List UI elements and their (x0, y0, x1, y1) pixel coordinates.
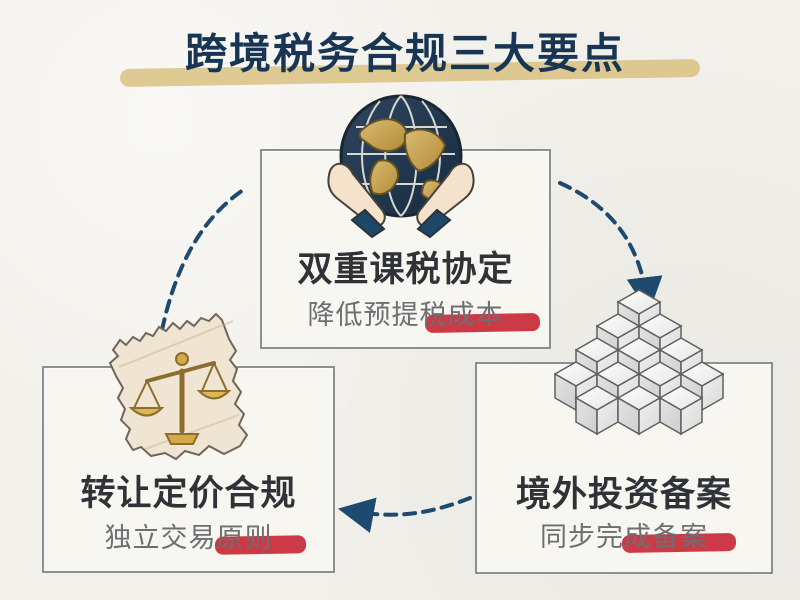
card-transfer-pricing: 转让定价合规 独立交易原则 (42, 366, 335, 573)
card-title: 境外投资备案 (515, 475, 732, 515)
card-subtitle: 同步完成备案 (540, 522, 708, 553)
page-title-wrapper: 跨境税务合规三大要点 (100, 24, 710, 88)
card-title: 转让定价合规 (80, 474, 297, 514)
page-title: 跨境税务合规三大要点 (184, 29, 625, 78)
card-double-tax-treaty: 双重课税协定 降低预提税成本 (260, 149, 551, 349)
card-overseas-investment: 境外投资备案 同步完成备案 (475, 362, 773, 574)
card-subtitle: 独立交易原则 (104, 523, 273, 554)
card-title: 双重课税协定 (297, 250, 514, 290)
card-subtitle: 降低预提税成本 (307, 300, 504, 331)
